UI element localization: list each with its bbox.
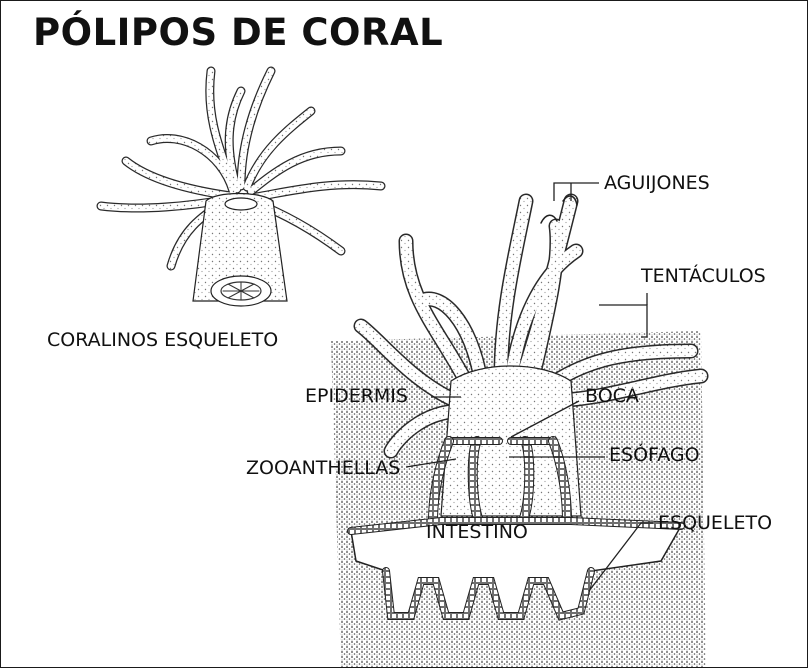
label-esqueleto: ESQUELETO: [658, 512, 772, 534]
label-intestino: INTESTINO: [426, 521, 528, 543]
label-zooanthellas: ZOOANTHELLAS: [246, 457, 400, 479]
label-epidermis: EPIDERMIS: [305, 385, 408, 407]
label-tentaculos: TENTÁCULOS: [641, 265, 766, 287]
label-boca: BOCA: [585, 385, 639, 407]
label-aguijones: AGUIJONES: [604, 172, 710, 194]
small-polyp-drawing: [101, 71, 381, 306]
label-coralinos-esqueleto: CORALINOS ESQUELETO: [47, 329, 278, 351]
label-esofago: ESÓFAGO: [609, 444, 700, 466]
